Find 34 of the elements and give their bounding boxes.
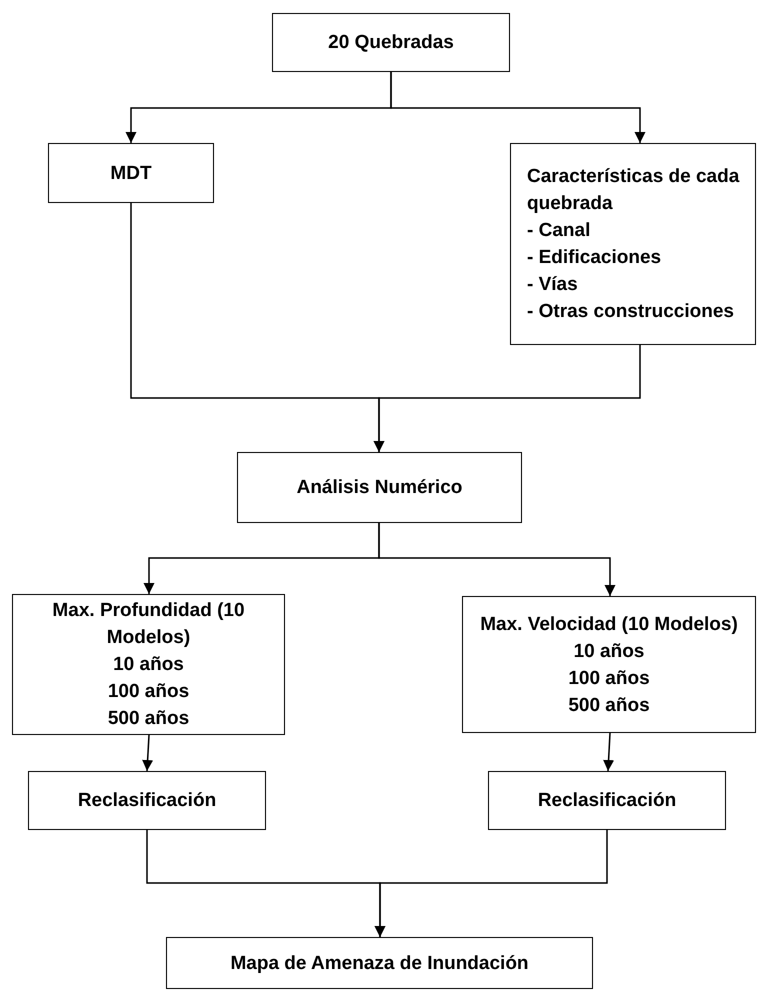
- box-text: Análisis Numérico: [296, 476, 462, 500]
- box-text: Max. Velocidad (10 Modelos): [480, 612, 738, 636]
- process-box: [462, 596, 756, 733]
- box-text: Max. Profundidad (10 Modelos): [51, 599, 246, 650]
- box-text: Reclasificación: [538, 789, 676, 813]
- connector-arrow: [390, 72, 646, 143]
- box-text: 20 Quebradas: [328, 31, 454, 55]
- box-text: 100 años: [108, 680, 190, 704]
- box-text: 500 años: [108, 707, 190, 731]
- box-text: 10 años: [113, 653, 184, 677]
- connector-arrow: [374, 345, 641, 452]
- box-text: - Vías: [527, 273, 578, 297]
- process-box: [48, 143, 214, 203]
- connector-arrow: [374, 830, 608, 937]
- box-text: Mapa de Amenaza de Inundación: [230, 952, 529, 976]
- box-text: 500 años: [568, 694, 650, 718]
- box-text: - Otras construcciones: [527, 300, 734, 324]
- process-box: [237, 452, 522, 523]
- box-text: 100 años: [568, 666, 650, 690]
- box-text: MDT: [110, 162, 152, 186]
- box-text: - Edificaciones: [527, 246, 662, 270]
- process-box: [166, 937, 593, 989]
- connector-arrow: [603, 732, 614, 772]
- connector-arrow: [142, 734, 154, 772]
- connector-arrow: [378, 523, 616, 596]
- box-text: 10 años: [574, 640, 644, 664]
- process-box: [510, 143, 756, 345]
- box-text: Características de cada quebrada: [527, 165, 740, 216]
- box-text: Reclasificación: [78, 789, 216, 813]
- process-box: [12, 594, 285, 735]
- process-box: [28, 771, 266, 830]
- box-text: - Canal: [527, 219, 590, 243]
- process-box: [272, 13, 510, 72]
- process-box: [488, 771, 726, 830]
